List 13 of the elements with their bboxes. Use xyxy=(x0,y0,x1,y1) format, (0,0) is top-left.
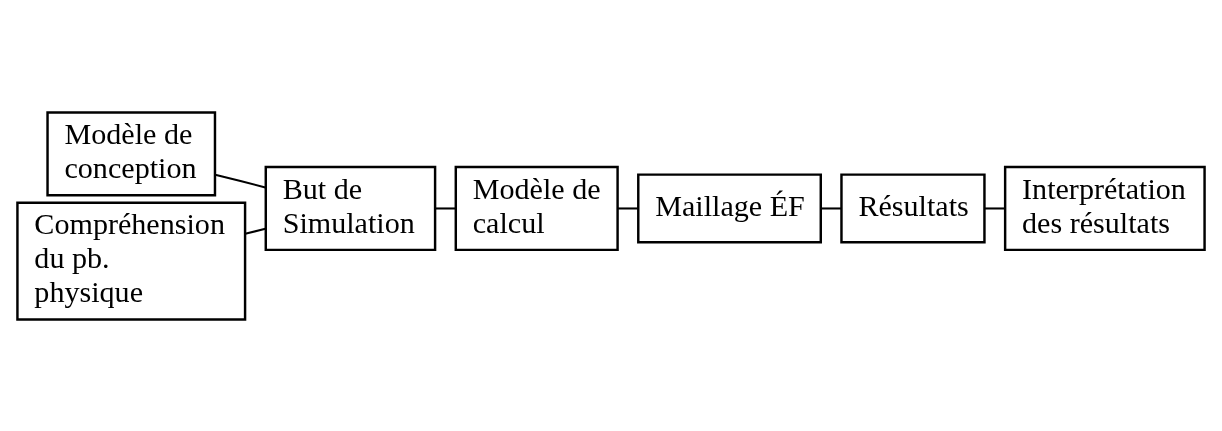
connector xyxy=(984,206,1005,209)
connector xyxy=(435,206,456,209)
node-box: Modèle de calcul xyxy=(454,165,619,251)
connector xyxy=(617,206,638,209)
node-box: Résultats xyxy=(840,172,986,244)
node-box: Modèle de conception xyxy=(46,110,217,197)
node-box: But de Simulation xyxy=(264,165,437,251)
connector xyxy=(821,206,842,209)
node-box: Maillage ÉF xyxy=(637,172,822,244)
connector xyxy=(214,173,266,188)
node-box: Compréhension du pb. physique xyxy=(16,201,247,321)
node-box: Interprétation des résultats xyxy=(1003,165,1206,251)
connector xyxy=(245,227,266,235)
